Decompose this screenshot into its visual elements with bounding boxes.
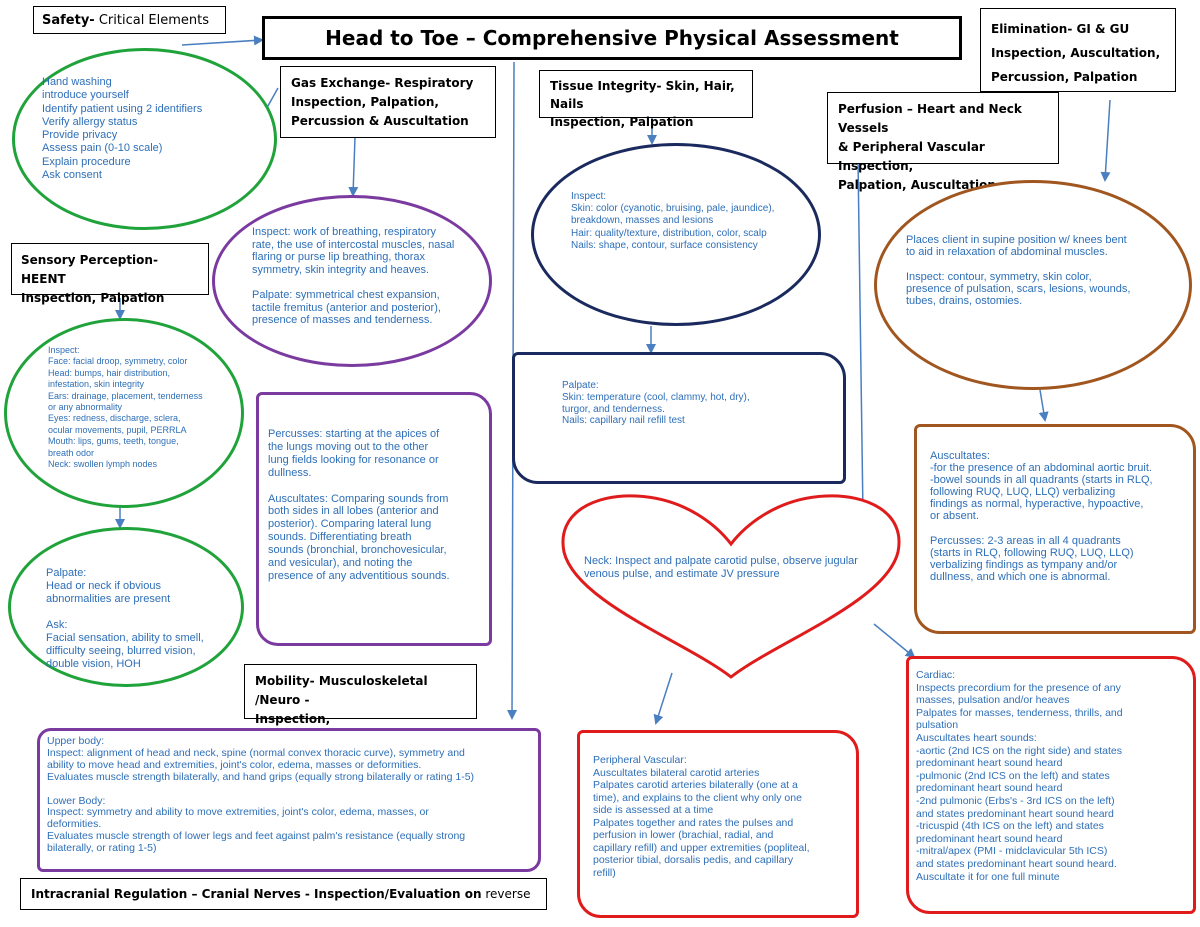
- intracranial-label: Intracranial Regulation – Cranial Nerves…: [20, 878, 547, 910]
- perfusion-label: Perfusion – Heart and Neck Vessels & Per…: [827, 92, 1059, 192]
- sensory-inspect-ellipse: [4, 318, 244, 508]
- mobility-text: Upper body: Inspect: alignment of head a…: [47, 735, 475, 855]
- arrow-gas-to-inspect: [348, 136, 359, 197]
- gas-percuss-box: [256, 392, 492, 646]
- tissue-inspect-ellipse: [531, 143, 821, 326]
- elimination-label: Elimination- GI & GU Inspection, Auscult…: [980, 8, 1176, 92]
- safety-items: Hand washing introduce yourself Identify…: [42, 76, 203, 182]
- tissue-palpate-text: Palpate: Skin: temperature (cool, clammy…: [562, 380, 750, 427]
- gas-exchange-label: Gas Exchange- Respiratory Inspection, Pa…: [280, 66, 496, 138]
- tissue-palpate-box: [512, 352, 846, 484]
- arrow-perfusion-to-heart: [857, 159, 868, 517]
- arrow-safety-to-title: [181, 35, 264, 46]
- peripheral-box: [577, 730, 859, 918]
- elimination-inspect-ellipse: [874, 180, 1192, 390]
- peripheral-text: Peripheral Vascular: Auscultates bilater…: [593, 754, 810, 879]
- mobility-box: [37, 728, 541, 872]
- sensory-palpate-text: Palpate: Head or neck if obvious abnorma…: [46, 567, 204, 670]
- page-title: Head to Toe – Comprehensive Physical Ass…: [262, 16, 962, 60]
- elimination-auscultate-text: Auscultates: -for the presence of an abd…: [930, 450, 1153, 583]
- elimination-auscultate-box: [914, 424, 1196, 634]
- intracranial-label-rest: reverse: [481, 887, 531, 901]
- cardiac-text: Cardiac: Inspects precordium for the pre…: [916, 669, 1123, 883]
- elimination-inspect-text: Places client in supine position w/ knee…: [906, 234, 1131, 308]
- sensory-palpate-ellipse: [8, 527, 244, 687]
- arrow-elimination-to-auscultate: [1038, 389, 1049, 422]
- tissue-label: Tissue Integrity- Skin, Hair, Nails Insp…: [539, 70, 753, 129]
- safety-label: Safety- Critical Elements: [33, 6, 226, 34]
- arrow-elimination-to-inspect: [1100, 99, 1111, 182]
- gas-percuss-text: Percusses: starting at the apices of the…: [268, 428, 450, 582]
- arrow-heart-to-peripheral: [653, 672, 673, 725]
- gas-inspect-ellipse: [212, 195, 492, 367]
- cardiac-box: [906, 656, 1196, 914]
- neck-text: Neck: Inspect and palpate carotid pulse,…: [584, 555, 858, 580]
- safety-label-rest: Critical Elements: [94, 13, 210, 28]
- mobility-label: Mobility- Musculoskeletal /Neuro - Inspe…: [244, 664, 477, 745]
- safety-label-bold: Safety-: [42, 13, 95, 28]
- safety-ellipse: [12, 48, 277, 230]
- intracranial-label-bold: Intracranial Regulation – Cranial Nerves…: [31, 887, 482, 901]
- gas-inspect-text: Inspect: work of breathing, respiratory …: [252, 226, 455, 327]
- heart-shape: [561, 494, 901, 679]
- sensory-inspect-text: Inspect: Face: facial droop, symmetry, c…: [48, 345, 203, 470]
- sensory-label: Sensory Perception- HEENT Inspection, Pa…: [11, 243, 209, 305]
- tissue-inspect-text: Inspect: Skin: color (cyanotic, bruising…: [571, 191, 775, 251]
- arrow-heart-to-cardiac: [873, 623, 916, 659]
